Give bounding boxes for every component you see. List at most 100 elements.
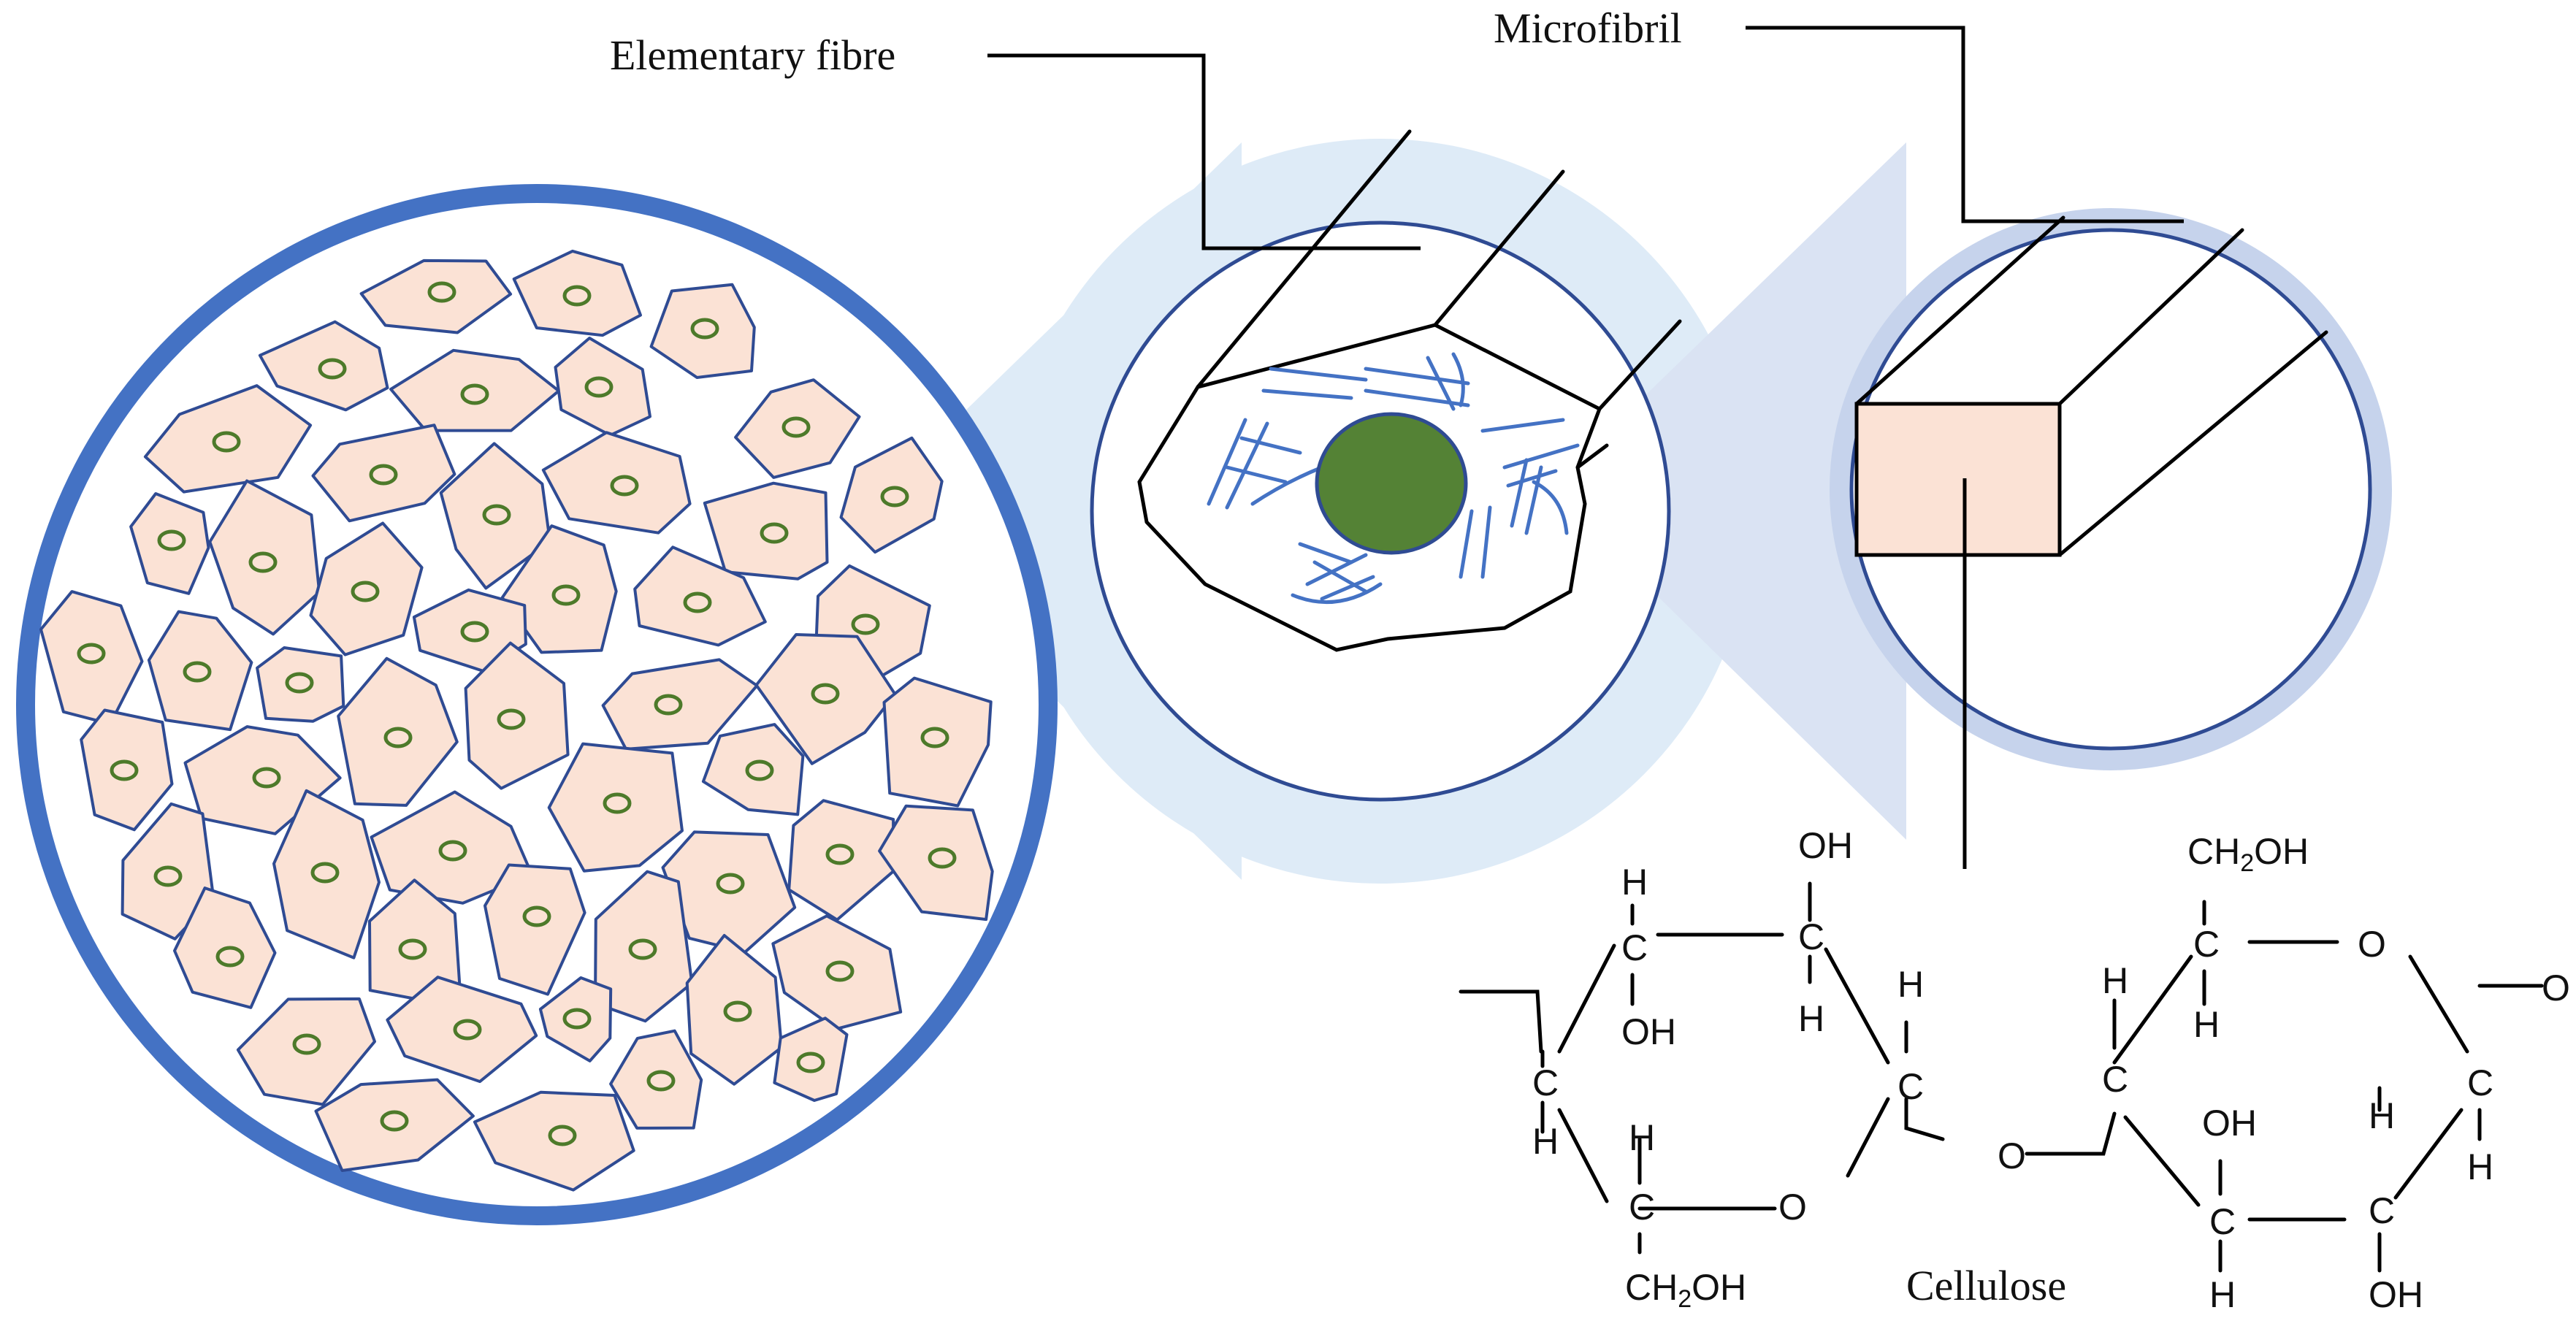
plant-cell xyxy=(272,789,381,960)
elementary-fibre-label: Elementary fibre xyxy=(610,31,895,79)
group-oh: OH xyxy=(2202,1103,2257,1144)
structure-bonds xyxy=(1459,881,2544,1273)
cell-nucleus xyxy=(584,376,614,398)
cell-nucleus xyxy=(716,873,745,895)
cell-nucleus xyxy=(796,1052,825,1073)
atom-c: C xyxy=(2193,924,2220,965)
atom-c: C xyxy=(1798,916,1824,957)
cell-nucleus xyxy=(690,318,719,340)
cell-nucleus xyxy=(453,1019,482,1041)
atom-h: H xyxy=(2369,1095,2395,1136)
atom-c: C xyxy=(2102,1059,2128,1100)
cell-nucleus xyxy=(760,522,789,544)
atom-h: H xyxy=(2102,960,2128,1001)
cell-nucleus xyxy=(603,792,632,814)
plant-cell xyxy=(143,384,313,494)
cell-nucleus xyxy=(654,694,683,716)
cell-nucleus xyxy=(310,862,340,884)
fibril-strands xyxy=(1207,352,1580,605)
plant-cell xyxy=(701,723,805,816)
plant-cell xyxy=(609,1029,703,1130)
plant-cell xyxy=(734,378,861,479)
group-oh: OH xyxy=(1798,825,1853,866)
plant-cell xyxy=(541,431,692,535)
atom-c: C xyxy=(1629,1187,1655,1227)
cell-nucleus xyxy=(398,938,427,960)
atom-h: H xyxy=(1629,1117,1655,1158)
plant-cell xyxy=(594,870,694,1023)
cell-nucleus xyxy=(215,946,245,968)
plant-cell xyxy=(512,249,642,337)
plant-cell xyxy=(389,348,560,432)
cell-nucleus xyxy=(157,529,186,551)
cell-nucleus xyxy=(380,1110,409,1132)
atom-c: C xyxy=(2369,1190,2395,1231)
cell-nucleus xyxy=(745,759,774,781)
cell-nucleus xyxy=(610,475,639,497)
plant-cell xyxy=(754,633,897,765)
atom-c: C xyxy=(1897,1066,1924,1107)
atom-h: H xyxy=(1621,862,1648,903)
cell-nucleus xyxy=(928,847,957,869)
cell-nucleus xyxy=(482,504,511,526)
label-elementary-fibre: Elementary fibre xyxy=(610,31,1421,250)
atom-c: C xyxy=(2209,1201,2236,1242)
cell-nucleus xyxy=(851,613,880,635)
cell-nucleus xyxy=(551,584,581,606)
cell-nucleus xyxy=(460,383,489,405)
group-ch2oh: CH2OH xyxy=(2187,831,2309,877)
cell-nucleus xyxy=(548,1125,577,1146)
structure-atoms: C H C H OH C OH H C H C H O CH2OH O C H … xyxy=(1532,825,2570,1315)
plant-cell xyxy=(314,1078,475,1172)
cell-nucleus xyxy=(825,843,855,865)
cell-nucleus xyxy=(880,486,909,508)
cell-nucleus xyxy=(285,672,314,694)
plant-cell xyxy=(464,641,570,790)
plant-cell xyxy=(121,802,215,941)
plant-cell xyxy=(839,436,944,554)
plant-cell xyxy=(633,545,767,647)
plant-cell xyxy=(80,708,174,832)
cell-nucleus xyxy=(248,551,278,573)
cell-nucleus xyxy=(628,938,657,960)
plant-cell xyxy=(147,610,253,732)
cell-nucleus xyxy=(383,727,413,748)
fibre-cross-section xyxy=(16,184,1058,1225)
atom-c: C xyxy=(2467,1062,2493,1103)
plant-cell xyxy=(258,320,389,412)
group-ch2oh: CH2OH xyxy=(1625,1267,1746,1313)
microfibril-zoom xyxy=(1849,215,2372,751)
label-microfibril: Microfibril xyxy=(1494,4,2184,223)
group-oh: OH xyxy=(2369,1274,2423,1315)
plant-cell xyxy=(208,479,321,636)
plant-cell xyxy=(370,790,534,905)
atom-h: H xyxy=(1897,964,1924,1005)
cell-nucleus xyxy=(781,416,811,438)
plant-cell xyxy=(649,283,756,379)
plant-cell xyxy=(309,521,424,656)
group-oh: OH xyxy=(1621,1011,1676,1052)
cellulose-label: Cellulose xyxy=(1906,1262,2066,1309)
cell-nucleus xyxy=(811,683,840,705)
plant-cell xyxy=(311,424,456,523)
cell-nucleus xyxy=(438,840,467,862)
cell-nucleus xyxy=(460,621,489,643)
atom-o: O xyxy=(1778,1187,1807,1227)
atom-o: O xyxy=(2542,968,2570,1008)
cell-nucleus xyxy=(369,464,398,486)
cell-nucleus xyxy=(683,591,712,613)
microfibril-label: Microfibril xyxy=(1494,4,1682,52)
plant-cell xyxy=(129,492,210,595)
plant-cell xyxy=(439,442,551,590)
cellulose-structure: C H C H OH C OH H C H C H O CH2OH O C H … xyxy=(1459,825,2570,1315)
cell-nucleus xyxy=(77,643,106,664)
cell-nucleus xyxy=(646,1070,676,1092)
plant-cells xyxy=(39,249,994,1192)
plant-cell xyxy=(256,646,345,723)
cell-nucleus xyxy=(183,661,212,683)
lumen-core xyxy=(1315,412,1468,555)
cell-nucleus xyxy=(920,727,949,748)
cell-nucleus xyxy=(318,358,347,380)
plant-cell xyxy=(538,976,613,1062)
